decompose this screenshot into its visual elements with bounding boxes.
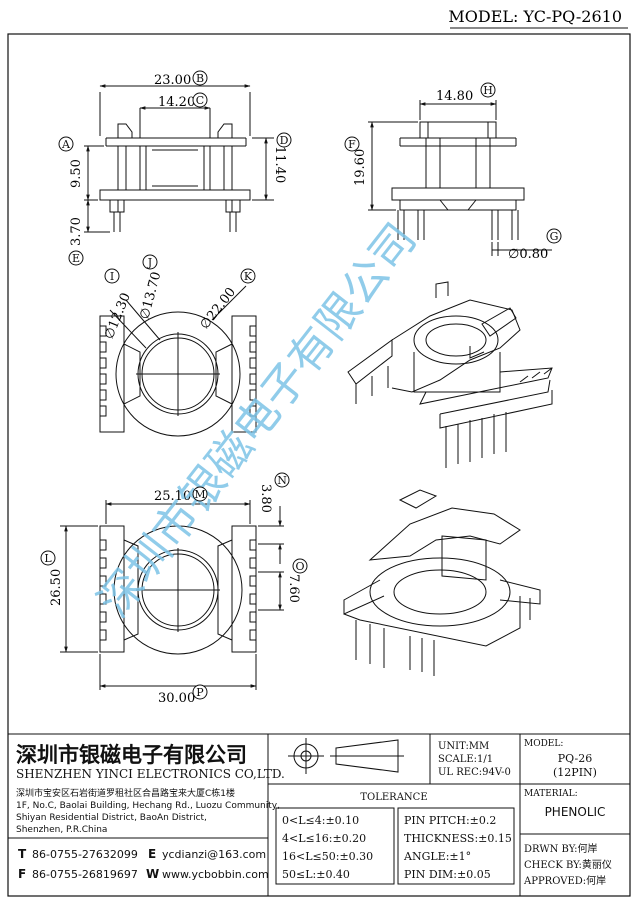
svg-text:L: L	[44, 552, 52, 565]
dim-side-height: 19.60	[353, 149, 368, 186]
tel-label: T	[18, 847, 27, 861]
svg-text:N: N	[277, 474, 287, 487]
tol-range-3: 16<L≤50:±0.30	[282, 850, 373, 863]
dim-dia-k: ∅22.00	[197, 285, 239, 332]
email-label: E	[148, 847, 156, 861]
dim-slot-height: 3.80	[258, 484, 273, 513]
svg-text:B: B	[196, 72, 204, 85]
dim-inner-width: 14.20	[158, 95, 195, 110]
web-label: W	[146, 867, 159, 881]
dim-height-right: 11.40	[272, 146, 287, 183]
svg-text:M: M	[194, 488, 205, 501]
pin-pitch: PIN PITCH:±0.2	[404, 814, 496, 827]
company-name-cn: 深圳市银磁电子有限公司	[16, 743, 247, 767]
tol-range-2: 4<L≤16:±0.20	[282, 832, 366, 845]
address-en-2: Shiyan Residential District, BaoAn Distr…	[16, 813, 207, 823]
callouts: A B C D E F G H I J K L M N O P	[40, 70, 562, 700]
callout-a: A	[58, 136, 74, 152]
svg-text:I: I	[110, 270, 114, 283]
tolerance-title: TOLERANCE	[360, 792, 427, 803]
tol-range-1: 0<L≤4:±0.10	[282, 814, 359, 827]
callout-k: K	[240, 268, 256, 284]
callout-l: L	[40, 550, 56, 566]
dim-side-width: 14.80	[436, 89, 473, 104]
model-header: MODEL: YC-PQ-2610	[448, 7, 622, 26]
model-label: MODEL:	[524, 739, 563, 749]
scale: SCALE:1/1	[438, 754, 493, 765]
dim-slot-spacing: 7.60	[286, 574, 301, 603]
iso-view-bottom	[343, 489, 541, 676]
address-en-3: Shenzhen, P.R.China	[16, 825, 107, 835]
callout-m: M	[192, 486, 208, 502]
svg-text:K: K	[244, 270, 253, 283]
callout-n: N	[274, 472, 290, 488]
dim-dia-j: ∅13.70	[137, 270, 164, 321]
svg-text:E: E	[72, 252, 80, 265]
address-en-1: 1F, No.C, Baolai Building, Hechang Rd., …	[16, 801, 280, 811]
watermark: 深圳市银磁电子有限公司	[88, 214, 426, 627]
dim-height-left: 9.50	[69, 159, 84, 188]
dim-bottom-width: 25.10	[154, 489, 191, 504]
top-view	[99, 285, 257, 437]
thickness: THICKNESS:±0.15	[404, 832, 512, 845]
dim-pin-dia: ∅0.80	[508, 247, 548, 262]
callout-d: D	[276, 132, 292, 148]
side-view	[368, 100, 552, 256]
fax-number: 86-0755-26819697	[32, 868, 138, 881]
dim-overall-height: 26.50	[49, 569, 64, 606]
callout-o: O	[292, 558, 308, 574]
material-label: MATERIAL:	[524, 789, 578, 799]
dim-pin-length: 3.70	[69, 217, 84, 246]
material-value: PHENOLIC	[545, 805, 606, 819]
address-cn: 深圳市宝安区石岩街道罗租社区合昌路宝来大厦C栋1楼	[16, 787, 235, 799]
callout-e: E	[68, 250, 84, 266]
callout-c: C	[192, 92, 208, 108]
svg-text:F: F	[348, 138, 356, 151]
iso-view-top	[347, 281, 553, 468]
svg-text:J: J	[147, 256, 152, 269]
svg-text:D: D	[280, 134, 289, 147]
drawing-border	[7, 33, 631, 897]
svg-text:H: H	[483, 84, 493, 97]
tol-range-4: 50≤L:±0.40	[282, 868, 350, 881]
web-address[interactable]: www.ycbobbin.com	[162, 868, 269, 881]
email-address[interactable]: ycdianzi@163.com	[162, 848, 266, 861]
callout-b: B	[192, 70, 208, 86]
callout-p: P	[192, 684, 208, 700]
front-view	[84, 84, 274, 233]
bottom-view	[60, 500, 284, 690]
approved-by: APPROVED:何岸	[523, 874, 606, 887]
ul-rec: UL REC:94V-0	[438, 767, 511, 778]
callout-j: J	[142, 254, 158, 270]
fax-label: F	[18, 867, 26, 881]
dim-overall-width: 30.00	[158, 691, 195, 706]
svg-text:C: C	[196, 94, 204, 107]
dim-top-width: 23.00	[154, 73, 191, 88]
svg-text:A: A	[61, 138, 71, 151]
drawn-by: DRWN BY:何岸	[524, 842, 597, 855]
angle: ANGLE:±1°	[403, 850, 471, 863]
company-name-en: SHENZHEN YINCI ELECTRONICS CO,LTD.	[16, 767, 285, 781]
callout-h: H	[480, 82, 496, 98]
callout-f: F	[344, 136, 360, 152]
title-block	[8, 733, 630, 896]
checked-by: CHECK BY:黄丽仪	[524, 858, 612, 871]
callout-g: G	[546, 228, 562, 244]
model-pins: (12PIN)	[553, 766, 597, 779]
svg-text:G: G	[550, 230, 559, 243]
tel-number: 86-0755-27632099	[32, 848, 138, 861]
svg-text:O: O	[295, 560, 304, 573]
svg-text:P: P	[196, 686, 204, 699]
pin-dim: PIN DIM:±0.05	[404, 868, 491, 881]
callout-i: I	[104, 268, 120, 284]
model-value: PQ-26	[558, 752, 593, 765]
unit: UNIT:MM	[438, 741, 489, 752]
